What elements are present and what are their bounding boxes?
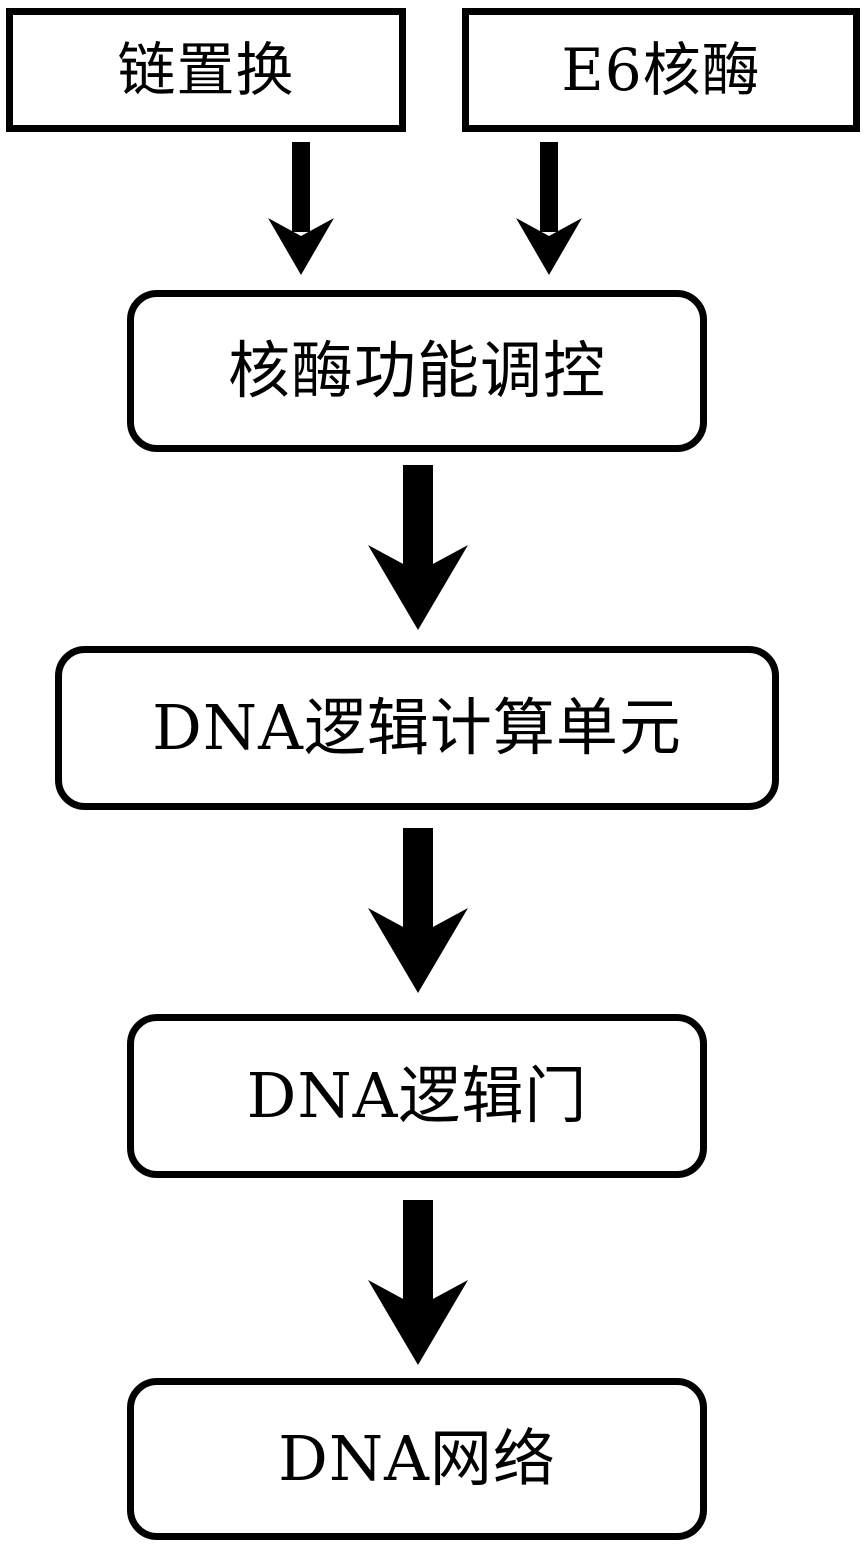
arrow-regulation-to-computing-unit (368, 465, 468, 630)
step-label-ribozyme-function-regulation: 核酶功能调控 (227, 334, 606, 407)
step-box-dna-network: DNA网络 (127, 1378, 707, 1540)
step-box-dna-logic-gate: DNA逻辑门 (127, 1014, 707, 1178)
step-label-dna-network: DNA网络 (278, 1422, 556, 1495)
step-label-dna-logic-computing-unit: DNA逻辑计算单元 (152, 691, 682, 764)
step-label-dna-logic-gate: DNA逻辑门 (246, 1059, 588, 1132)
arrow-computing-unit-to-logic-gate (368, 828, 468, 993)
input-box-e6-ribozyme: E6核酶 (462, 8, 860, 132)
input-label-e6-ribozyme: E6核酶 (561, 36, 761, 104)
input-box-strand-displacement: 链置换 (6, 8, 406, 132)
input-label-strand-displacement: 链置换 (117, 36, 295, 104)
arrow-logic-gate-to-network (368, 1200, 468, 1365)
step-box-ribozyme-function-regulation: 核酶功能调控 (127, 290, 707, 452)
step-box-dna-logic-computing-unit: DNA逻辑计算单元 (55, 646, 779, 810)
arrow-strand-displacement-to-regulation (268, 142, 334, 275)
arrow-e6-ribozyme-to-regulation (516, 142, 582, 275)
